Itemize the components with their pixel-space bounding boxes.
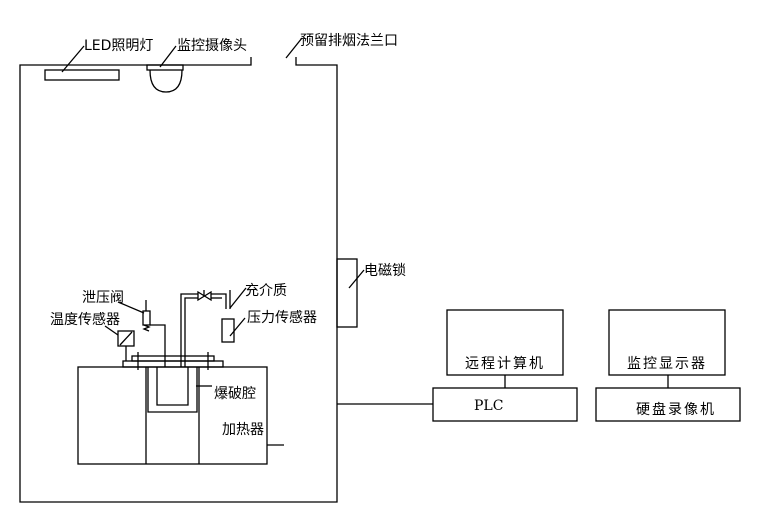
monitor-display-box [608, 309, 726, 376]
exhaust-leader-line [285, 37, 303, 59]
pressure-sensor-label: 压力传感器 [247, 309, 317, 326]
blast-chamber-label: 爆破腔 [214, 386, 256, 402]
magnetic-lock-label: 电磁锁 [364, 263, 406, 279]
temp-sensor-label: 温度传感器 [50, 311, 120, 328]
magnetic-lock [336, 258, 358, 328]
camera-icon [146, 64, 184, 93]
temp-leader-line [104, 325, 119, 336]
fill-leader-line [229, 287, 247, 309]
led-light-label: LED照明灯 [84, 38, 153, 54]
monitor-display-label: 监控显示器 [627, 356, 707, 372]
dvr-label: 硬盘录像机 [636, 401, 716, 418]
lid-flange [122, 352, 224, 370]
camera-label: 监控摄像头 [177, 38, 247, 54]
exhaust-flange-label: 预留排烟法兰口 [300, 33, 398, 49]
dvr-box [595, 387, 741, 422]
blast-chamber [147, 367, 198, 413]
fill-medium-label: 充介质 [245, 283, 287, 299]
fill-pipe [180, 290, 231, 367]
plc-label: PLC [474, 398, 503, 414]
pressure-leader-line [229, 317, 246, 337]
led-light-fixture [44, 69, 120, 81]
pressure-sensor-icon [221, 318, 235, 343]
heater-label: 加热器 [222, 422, 264, 438]
heater-block [77, 366, 284, 465]
relief-valve-label: 泄压阀 [82, 290, 124, 306]
camera-leader-line [159, 45, 177, 68]
lock-leader-line [348, 269, 365, 289]
temp-sensor-icon [117, 330, 135, 361]
relief-leader-line [117, 301, 145, 314]
remote-computer-label: 远程计算机 [465, 356, 545, 372]
plc-box [432, 387, 578, 422]
relief-valve-icon [142, 300, 166, 367]
enclosure [19, 57, 338, 503]
led-leader-line [61, 45, 85, 73]
